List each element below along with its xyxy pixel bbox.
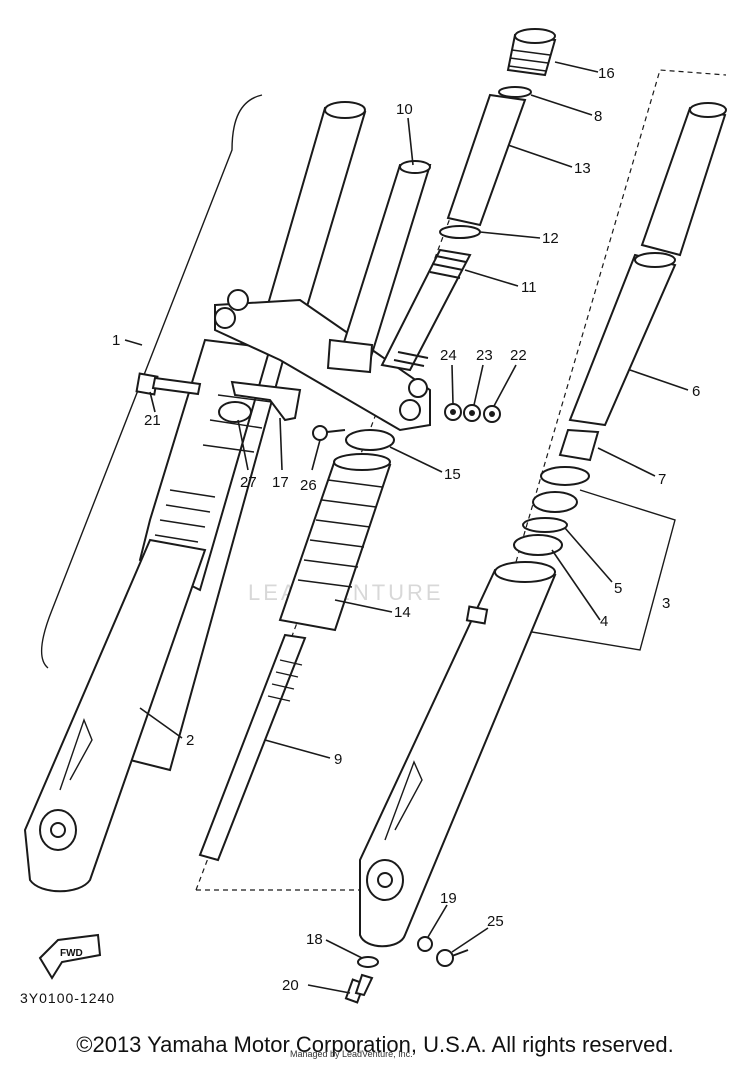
leader-18 [325, 939, 363, 959]
leader-25 [451, 927, 489, 953]
callout-7: 7 [658, 471, 666, 488]
callout-26: 26 [300, 477, 317, 494]
leader-14 [334, 599, 393, 613]
callout-21: 21 [144, 412, 161, 429]
callout-4: 4 [600, 613, 608, 630]
callout-12: 12 [542, 230, 559, 247]
right-lower-leg [359, 561, 557, 948]
credit-line: Managed by LeadVenture, Inc. [290, 1049, 413, 1059]
leader-12 [479, 231, 541, 239]
leader-17 [279, 417, 283, 471]
callout-15: 15 [444, 466, 461, 483]
oil-seal-3 [540, 466, 590, 486]
clamp-15 [345, 429, 395, 451]
callout-9: 9 [334, 751, 342, 768]
callout-17: 17 [272, 474, 289, 491]
callout-22: 22 [510, 347, 527, 364]
collar-27 [218, 401, 252, 423]
callout-27: 27 [240, 474, 257, 491]
callout-8: 8 [594, 108, 602, 125]
copyright-notice: ©2013 Yamaha Motor Corporation, U.S.A. A… [76, 1032, 674, 1057]
left-fork-assembly [23, 101, 367, 893]
callout-23: 23 [476, 347, 493, 364]
bolt-21 [135, 372, 202, 396]
callout-13: 13 [574, 160, 591, 177]
callout-18: 18 [306, 931, 323, 948]
leader-24 [451, 364, 454, 405]
callout-10: 10 [396, 101, 413, 118]
callout-24: 24 [440, 347, 457, 364]
bracket-17 [230, 380, 302, 422]
cap-bolt [506, 28, 557, 77]
leader-21 [149, 391, 156, 413]
leader-8 [530, 94, 593, 116]
callout-3: 3 [662, 595, 670, 612]
callout-1: 1 [112, 332, 120, 349]
callout-20: 20 [282, 977, 299, 994]
leader-20 [307, 984, 351, 994]
leader-5 [564, 527, 613, 583]
callout-25: 25 [487, 913, 504, 930]
callout-19: 19 [440, 890, 457, 907]
leader-10 [407, 117, 414, 166]
callout-5: 5 [614, 580, 622, 597]
bolt-25 [436, 949, 469, 967]
leader-23 [473, 364, 484, 406]
diagram-code: 3Y0100-1240 [20, 990, 115, 1006]
leader-2 [139, 707, 183, 739]
fwd-arrow-icon: FWD [38, 933, 102, 980]
leader-27 [237, 419, 249, 471]
right-assembly-bracket [519, 489, 676, 651]
callout-16: 16 [598, 65, 615, 82]
callout-11: 11 [521, 279, 537, 296]
spring-seat [439, 225, 481, 239]
leader-7 [597, 447, 656, 477]
washer-18 [357, 956, 379, 968]
upper-bracket-assembly [214, 160, 432, 432]
leader-22 [493, 364, 517, 407]
screw-26 [312, 425, 346, 441]
bushing-7 [558, 428, 600, 462]
inner-tube-upper [640, 106, 727, 257]
fwd-label: FWD [60, 948, 83, 959]
damper-rod [198, 633, 307, 862]
fork-boot [278, 453, 392, 632]
callout-14: 14 [394, 604, 411, 621]
leader-15 [389, 446, 443, 473]
callout-6: 6 [692, 383, 700, 400]
callout-2: 2 [186, 732, 194, 749]
circlip-5 [522, 517, 568, 533]
leader-11 [464, 269, 519, 287]
seal-washer [532, 491, 578, 513]
leader-6 [629, 369, 689, 391]
leader-1 [124, 339, 143, 346]
drain-bolt-20 [344, 973, 374, 1004]
leader-4 [551, 549, 601, 621]
fork-spring [380, 248, 472, 372]
spacer-tube [446, 93, 527, 227]
leader-19 [427, 904, 448, 938]
leader-13 [507, 144, 573, 168]
inner-tube-6 [568, 253, 677, 427]
o-ring [498, 86, 532, 98]
leader-26 [311, 439, 321, 471]
washer-19 [417, 936, 433, 952]
leader-9 [264, 739, 331, 759]
leader-16 [554, 61, 599, 73]
bushing-4 [513, 534, 563, 556]
